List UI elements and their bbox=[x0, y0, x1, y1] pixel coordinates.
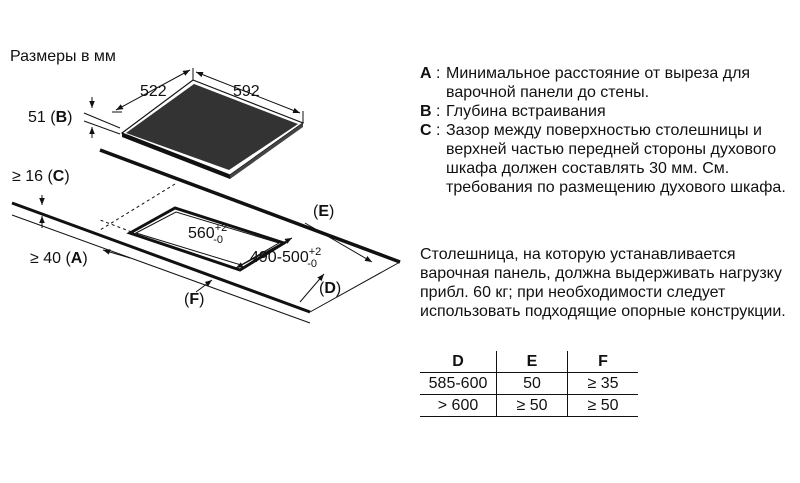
cutout-dimension-diagram: Размеры в мм 522 592 51 (B) bbox=[10, 48, 401, 324]
table-cell: ≥ 35 bbox=[567, 372, 638, 395]
dim-d-line bbox=[299, 273, 325, 303]
dim-b-marker bbox=[83, 97, 121, 138]
table-cell: 585-600 bbox=[420, 372, 497, 395]
dim-d-label: (D) bbox=[319, 280, 341, 297]
legend-separator: : bbox=[436, 122, 441, 139]
legend-key: C bbox=[420, 122, 432, 139]
dim-490-500-label: 490-500+2-0 bbox=[250, 246, 321, 270]
table-row: 585-600 50 ≥ 35 bbox=[420, 372, 638, 395]
dim-51-label: 51 (B) bbox=[28, 109, 72, 126]
table-header-f: F bbox=[567, 351, 638, 373]
table-cell: 50 bbox=[496, 372, 568, 395]
legend-separator: : bbox=[436, 103, 441, 120]
dim-490-500-line bbox=[235, 237, 293, 269]
dim-16-label: ≥ 16 (C) bbox=[12, 168, 70, 185]
units-caption: Размеры в мм bbox=[10, 48, 116, 65]
table-cell: > 600 bbox=[420, 394, 497, 417]
legend-item-c: C : Зазор между поверхностью столешницы … bbox=[420, 121, 795, 197]
legend-item-b: B : Глубина встраивания bbox=[420, 102, 795, 121]
load-note: Столешница, на которую устанавливается в… bbox=[420, 246, 786, 320]
dim-592-label: 592 bbox=[233, 83, 260, 100]
table-header-e: E bbox=[496, 351, 568, 373]
legend-text: Глубина встраивания bbox=[446, 103, 606, 120]
legend-key: A bbox=[420, 65, 432, 82]
legend-text: Зазор между поверхностью столешницы и ве… bbox=[446, 122, 786, 196]
legend-separator: : bbox=[436, 65, 441, 82]
dim-560-label: 560+2-0 bbox=[188, 222, 227, 246]
dim-e-line bbox=[304, 222, 373, 263]
table-header-d: D bbox=[420, 351, 497, 373]
dim-f-line bbox=[195, 279, 213, 293]
dimension-legend: A : Минимальное расстояние от выреза для… bbox=[420, 64, 795, 197]
table-header-row: D E F bbox=[420, 351, 638, 373]
dim-e-label: (E) bbox=[313, 203, 334, 220]
table-row: > 600 ≥ 50 ≥ 50 bbox=[420, 394, 638, 417]
hob-top-dimensions bbox=[112, 68, 304, 123]
table-cell: ≥ 50 bbox=[496, 394, 568, 417]
dim-522-label: 522 bbox=[140, 83, 167, 100]
worktop-illustration bbox=[11, 148, 401, 324]
legend-key: B bbox=[420, 103, 432, 120]
clearance-table: D E F 585-600 50 ≥ 35 > 600 ≥ 50 ≥ 50 bbox=[420, 351, 638, 417]
table-cell: ≥ 50 bbox=[567, 394, 638, 417]
dim-40-label: ≥ 40 (A) bbox=[30, 250, 88, 267]
legend-text: Минимальное расстояние от выреза для вар… bbox=[446, 65, 751, 101]
dim-a-line bbox=[102, 249, 131, 259]
legend-item-a: A : Минимальное расстояние от выреза для… bbox=[420, 64, 795, 102]
dim-f-label: (F) bbox=[184, 291, 204, 308]
